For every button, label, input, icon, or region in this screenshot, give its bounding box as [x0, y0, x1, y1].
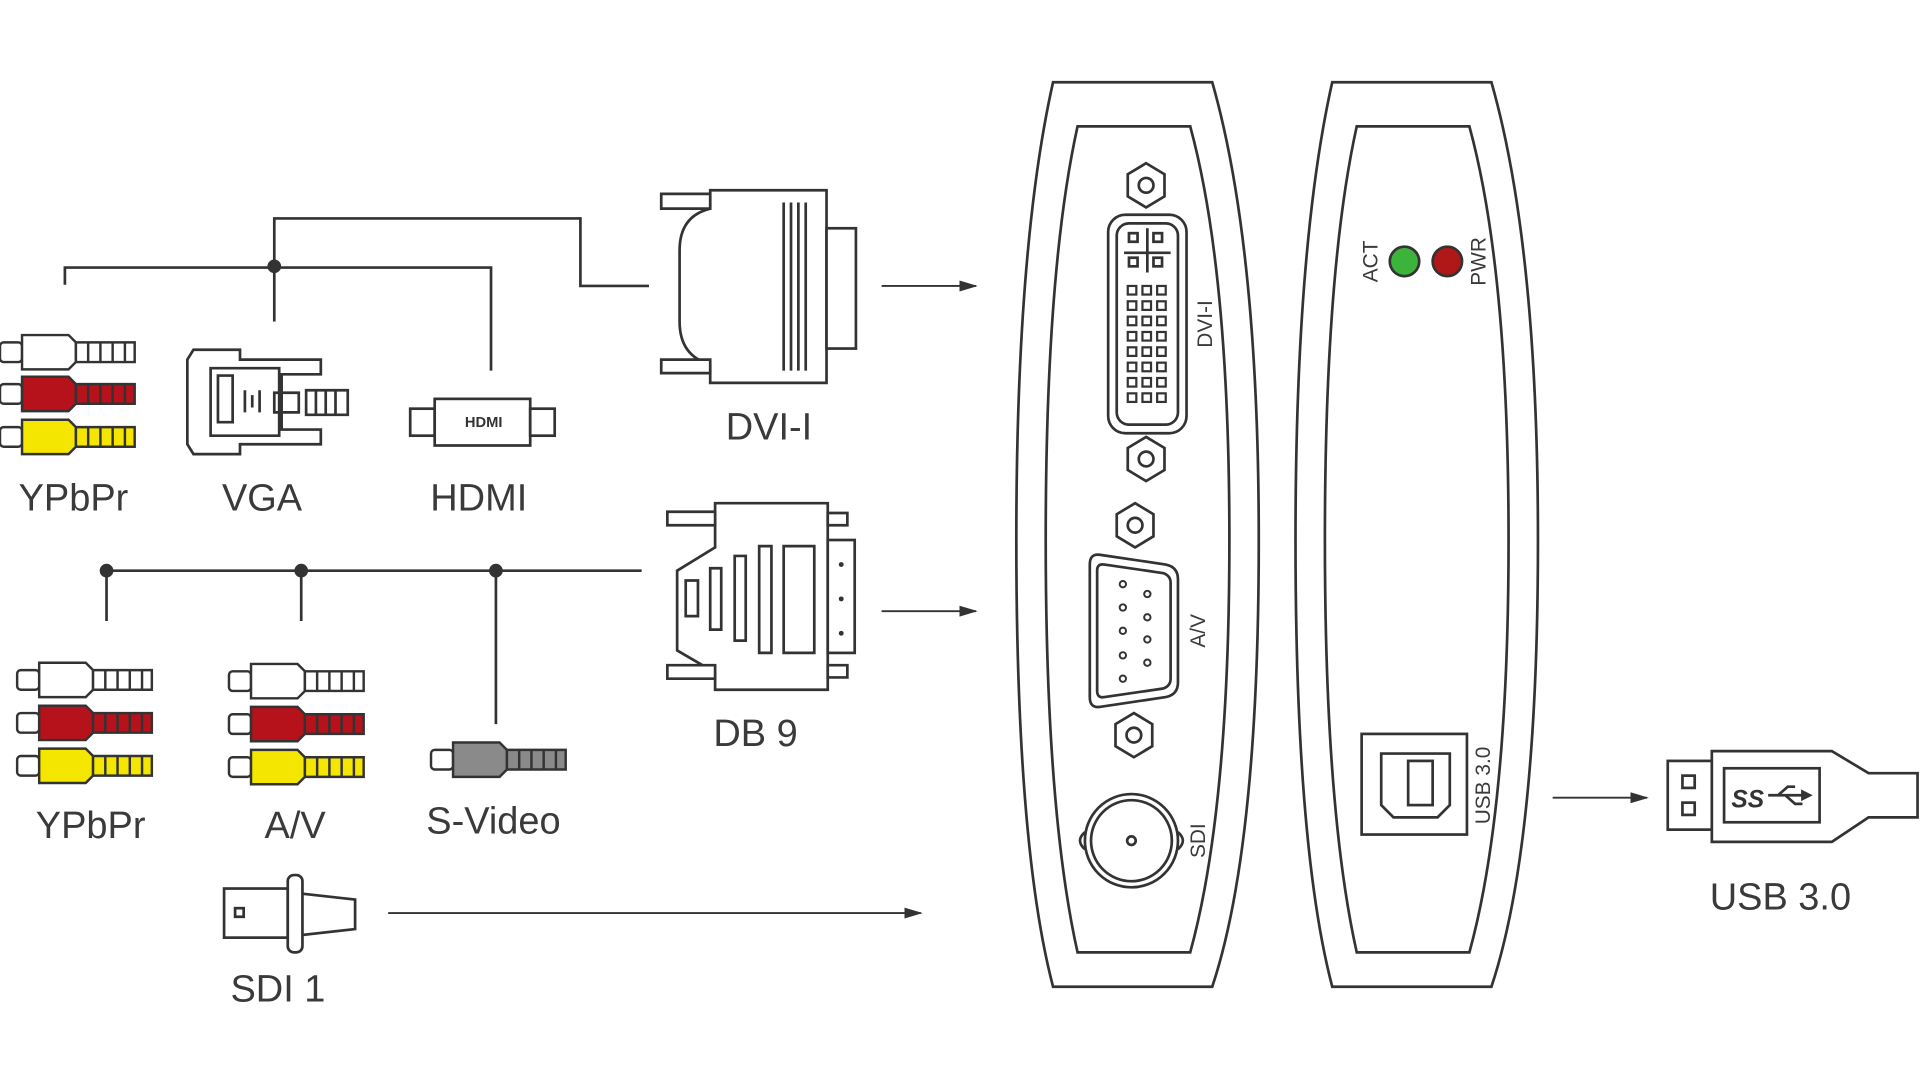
rca-plug-icon — [0, 333, 136, 371]
wiring-top — [63, 217, 649, 371]
sdi-connector-icon — [222, 873, 357, 954]
dvi-pin — [1126, 346, 1138, 358]
hdmi-connector-icon: HDMI — [408, 397, 557, 447]
hex-screw-icon — [1114, 711, 1154, 759]
usb-ss-logo: SS — [1731, 787, 1764, 814]
dvi-pin — [1141, 361, 1153, 373]
device-back-panel: ACT PWR USB 3.0 — [1294, 80, 1540, 989]
device-front-panel: DVI-I A/V SDI — [1014, 80, 1261, 989]
dvi-pin — [1141, 376, 1153, 388]
dvi-pin — [1126, 361, 1138, 373]
dvi-pin — [1141, 346, 1153, 358]
port-label-av: A/V — [1187, 614, 1210, 648]
db9-connector-icon — [666, 501, 857, 692]
db9-pin — [1118, 651, 1128, 660]
rca-plug-icon — [227, 662, 365, 700]
dvi-port-icon — [1106, 213, 1188, 435]
dvi-pin — [1141, 330, 1153, 342]
dvi-pin — [1141, 392, 1153, 404]
hex-screw-icon — [1126, 161, 1166, 209]
dvi-pin — [1156, 284, 1167, 296]
label-hdmi: HDMI — [430, 478, 527, 520]
port-label-dvi: DVI-I — [1194, 300, 1217, 348]
db9-pin — [1118, 626, 1128, 635]
dvi-pin — [1156, 330, 1167, 342]
dvi-pin — [1141, 315, 1153, 327]
port-label-usb: USB 3.0 — [1472, 747, 1495, 825]
dvi-pin — [1126, 284, 1138, 296]
db9-pin — [1118, 580, 1128, 589]
dvi-pin — [1156, 376, 1167, 388]
db9-pin — [1143, 589, 1152, 599]
dvi-pin — [1156, 346, 1167, 358]
label-ypbpr-bottom: YPbPr — [36, 805, 146, 847]
bnc-port-icon — [1078, 792, 1185, 889]
dvi-pin — [1126, 315, 1138, 327]
label-av: A/V — [265, 805, 327, 847]
dvi-pin — [1126, 376, 1138, 388]
rca-plug-icon — [15, 661, 154, 699]
rca-plug-icon — [0, 418, 136, 456]
hex-screw-icon — [1115, 501, 1155, 549]
dvi-pin — [1126, 330, 1138, 342]
wiring-bottom — [99, 563, 642, 725]
label-sdi: SDI 1 — [230, 968, 325, 1010]
rca-plug-icon — [227, 748, 365, 786]
label-usb: USB 3.0 — [1710, 876, 1851, 918]
label-vga: VGA — [222, 478, 303, 520]
db9-pin — [1143, 613, 1152, 622]
dvi-pin — [1126, 300, 1138, 311]
db9-pin — [1118, 603, 1128, 612]
db9-port-icon — [1088, 553, 1180, 709]
label-db9: DB 9 — [713, 713, 797, 755]
dvi-pin — [1126, 392, 1138, 404]
dvi-pin — [1141, 300, 1153, 311]
rca-plug-icon — [15, 747, 154, 785]
hdmi-logo: HDMI — [465, 415, 503, 431]
rca-plug-icon — [227, 705, 365, 743]
led-label-act: ACT — [1360, 240, 1383, 282]
act-led-icon — [1388, 245, 1421, 278]
dvi-pin — [1156, 361, 1167, 373]
db9-pin — [1143, 658, 1152, 667]
vga-connector-icon — [186, 348, 350, 456]
rca-plug-icon — [0, 375, 136, 413]
rca-plug-icon — [15, 704, 154, 742]
label-dvi: DVI-I — [726, 406, 812, 448]
db9-pin — [1143, 635, 1152, 644]
dvi-pin — [1156, 392, 1167, 404]
dvi-pin — [1141, 284, 1153, 296]
dvi-pin — [1156, 315, 1167, 327]
dvi-pin — [1156, 300, 1167, 311]
led-label-pwr: PWR — [1467, 237, 1490, 286]
usb-b-port-icon — [1360, 732, 1469, 836]
label-svideo: S-Video — [426, 800, 560, 842]
port-label-sdi: SDI — [1187, 823, 1210, 858]
arrows — [388, 280, 1649, 919]
dvi-connector-icon — [659, 188, 858, 385]
svideo-plug-icon — [429, 741, 567, 779]
hex-screw-icon — [1126, 435, 1166, 483]
pwr-led-icon — [1431, 245, 1464, 278]
label-ypbpr-top: YPbPr — [19, 478, 129, 520]
db9-pin — [1118, 674, 1128, 683]
usb3-plug-icon: SS — [1666, 749, 1919, 844]
